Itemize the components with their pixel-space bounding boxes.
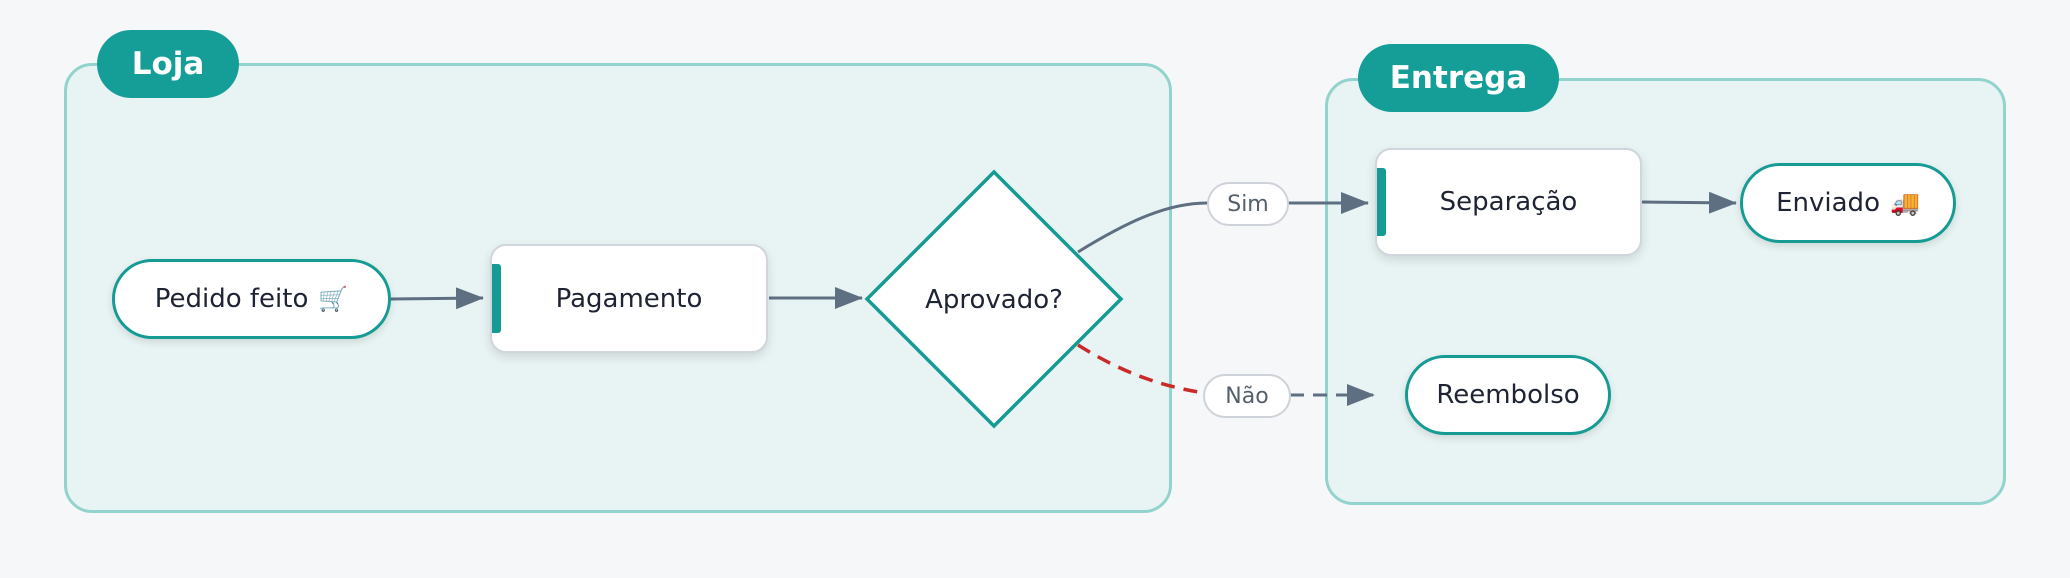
node-pagamento[interactable]: Pagamento: [490, 244, 768, 353]
node-pedido-feito[interactable]: Pedido feito 🛒: [112, 259, 391, 339]
edge-label-sim: Sim: [1207, 182, 1289, 226]
edge-pedido-pagamento: [390, 287, 484, 310]
edge-separacao-enviado: [1641, 191, 1737, 214]
group-loja-title: Loja: [97, 30, 239, 98]
node-enviado-label: Enviado: [1776, 188, 1880, 218]
delivery-truck-icon: 🚚: [1889, 189, 1920, 217]
node-reembolso-label: Reembolso: [1436, 380, 1580, 410]
process-accent-bar: [492, 264, 501, 333]
node-reembolso[interactable]: Reembolso: [1405, 355, 1611, 435]
node-aprovado[interactable]: Aprovado?: [900, 270, 1088, 330]
decision-diamond: [864, 169, 1124, 429]
node-pedido-feito-label: Pedido feito: [154, 284, 309, 314]
edge-aprovado-separacao: [1077, 192, 1369, 254]
node-aprovado-label: Aprovado?: [925, 285, 1063, 315]
node-enviado[interactable]: Enviado 🚚: [1740, 163, 1956, 243]
process-accent-bar: [1377, 168, 1386, 236]
shopping-cart-icon: 🛒: [318, 285, 349, 313]
edge-label-nao: Não: [1203, 374, 1291, 418]
node-pagamento-label: Pagamento: [555, 283, 703, 314]
group-entrega-title: Entrega: [1358, 44, 1559, 112]
node-separacao-label: Separação: [1439, 187, 1578, 217]
node-separacao[interactable]: Separação: [1375, 148, 1642, 256]
